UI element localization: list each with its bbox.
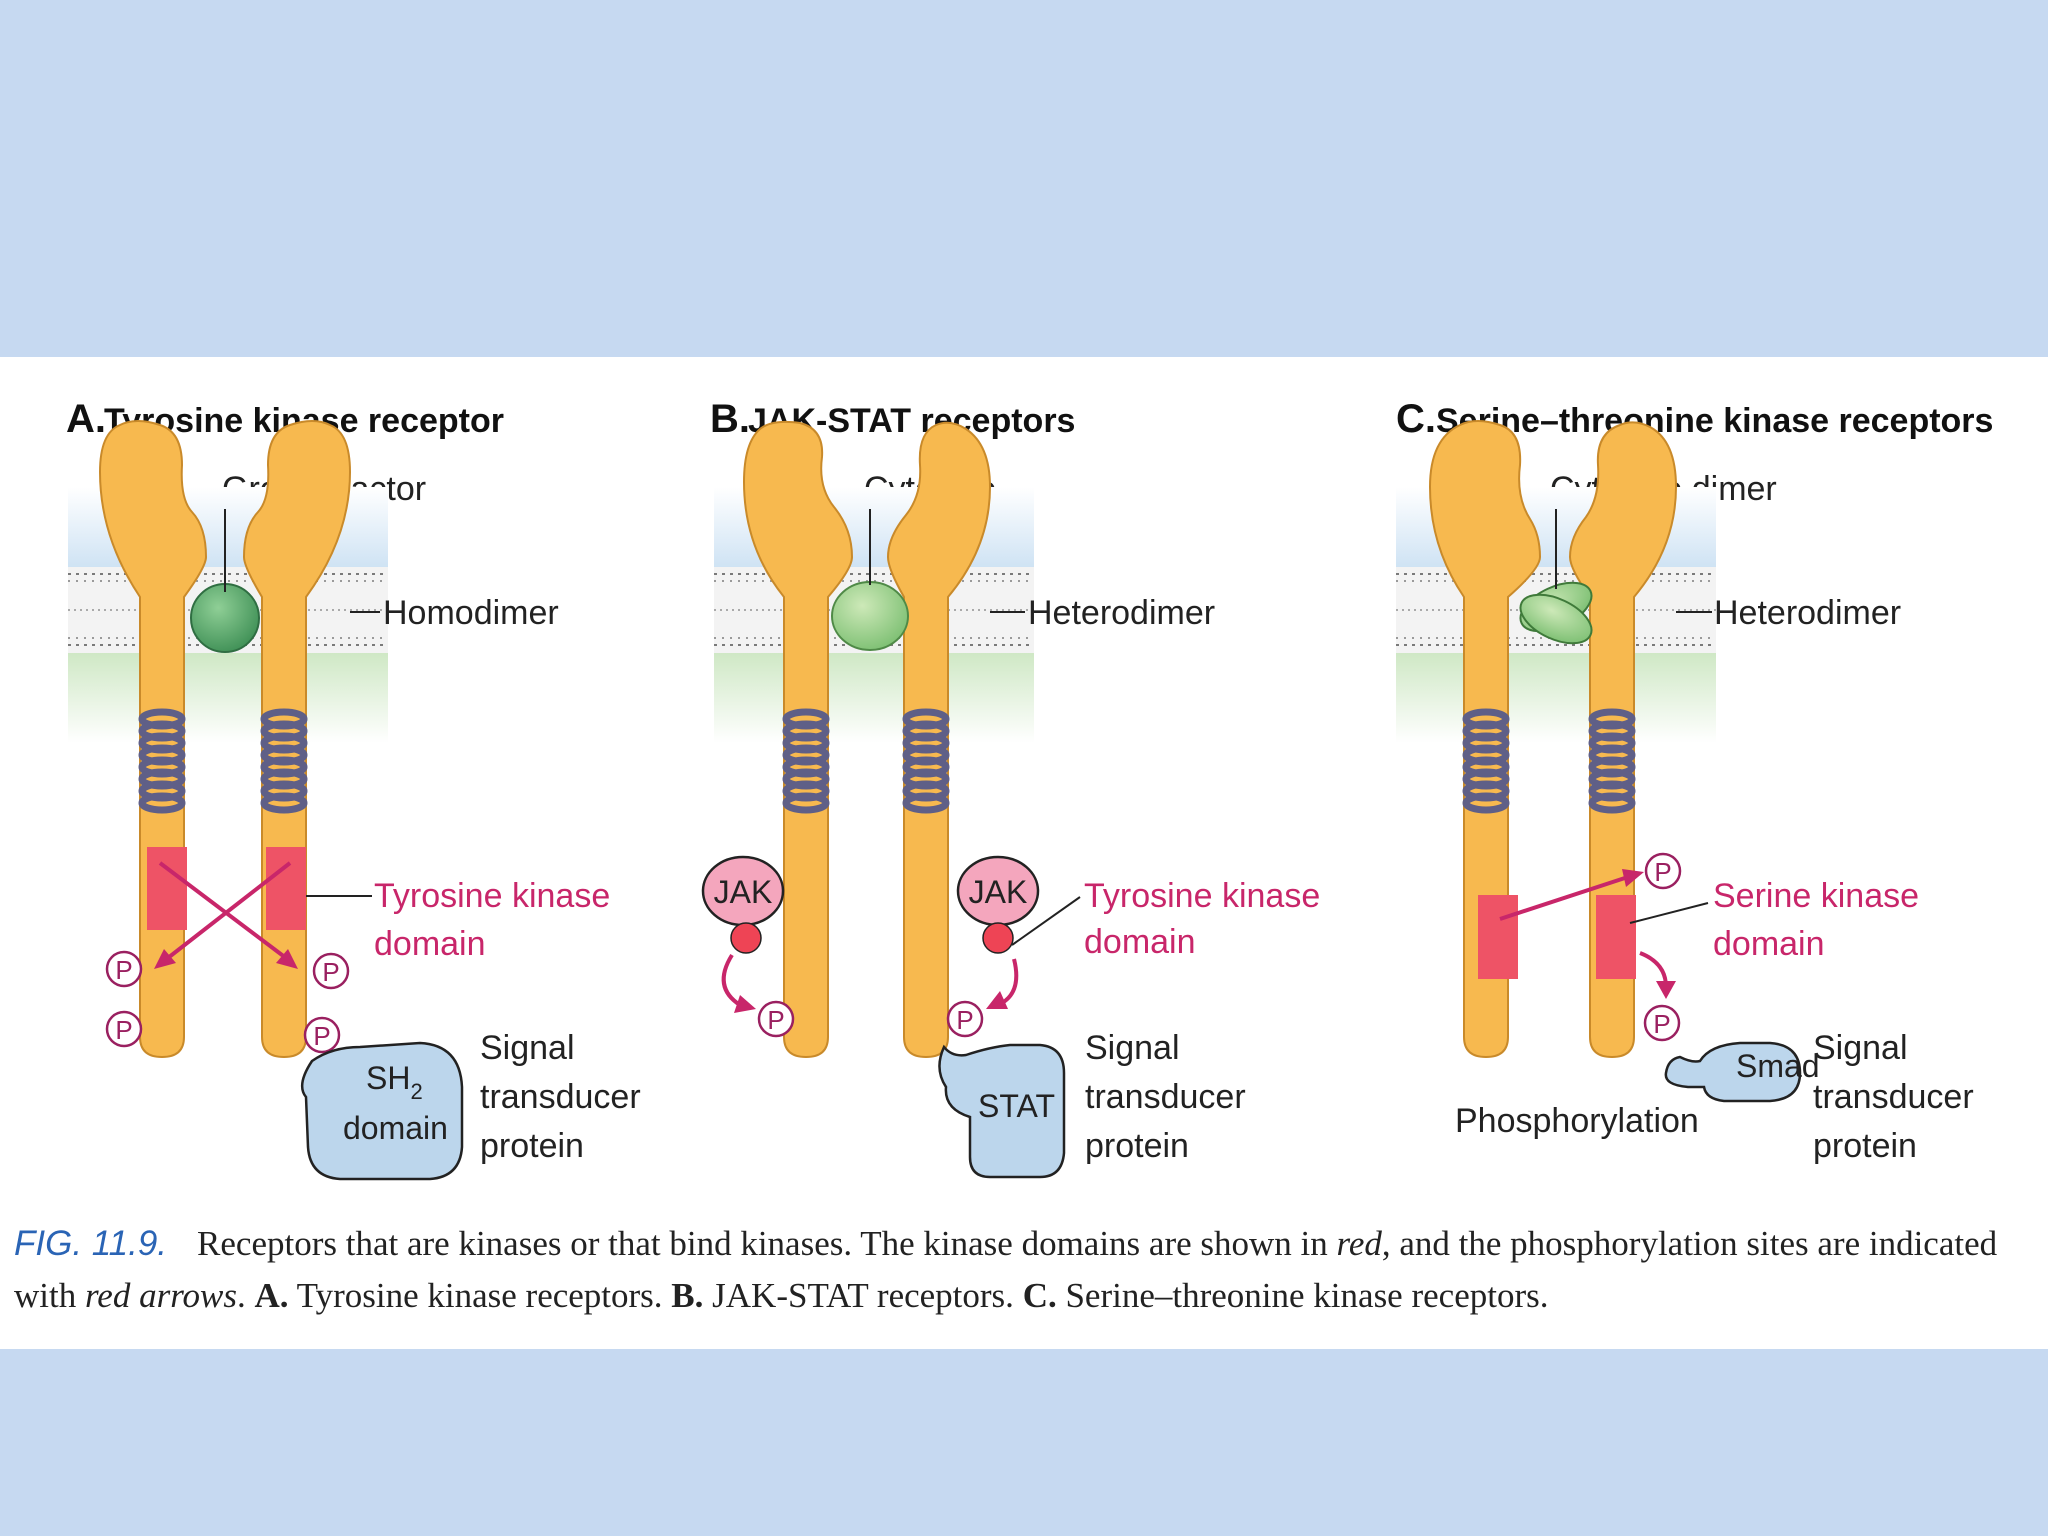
receptor-diagram: A. Tyrosine kinase receptor Growth facto…	[66, 397, 1993, 1181]
svg-text:JAK: JAK	[714, 874, 773, 910]
phosphate-circle-icon: P	[105, 950, 143, 988]
phosphate-circle-icon: P	[312, 952, 350, 990]
jak-right: JAK	[956, 855, 1040, 954]
panel-b-signal-1: Signal	[1085, 1029, 1180, 1067]
panel-b-letter: B.	[710, 397, 750, 441]
panel-a: A. Tyrosine kinase receptor Growth facto…	[66, 397, 641, 1181]
sh2-transducer-protein: SH2 domain	[300, 1041, 464, 1181]
cross-arrows-icon	[154, 861, 298, 969]
panel-b: B. JAK-STAT receptors Cytokine Heterodim…	[701, 397, 1320, 1179]
phosphate-circle-icon: P	[303, 1016, 341, 1054]
phosphate-circle-icon: P	[1644, 852, 1682, 890]
jak-left: JAK	[701, 855, 785, 954]
sh2-label: SH2	[366, 1060, 423, 1104]
panel-a-dimer-label: Homodimer	[383, 594, 559, 632]
arrow-icon	[986, 958, 1019, 1009]
panel-a-letter: A.	[66, 397, 106, 441]
caption-c-label: C.	[1022, 1276, 1057, 1315]
svg-text:P: P	[767, 1005, 784, 1035]
panel-c: C. Serine–threonine kinase receptors Cyt…	[1395, 397, 1993, 1165]
caption-text: .	[237, 1276, 255, 1315]
arrow-icon	[721, 953, 756, 1013]
panel-c-signal-2: transducer	[1813, 1078, 1974, 1116]
kinase-domain-icon	[1596, 895, 1636, 979]
svg-text:P: P	[115, 1015, 132, 1045]
panel-b-signal-2: transducer	[1085, 1078, 1246, 1116]
smad-label: Smad	[1736, 1048, 1820, 1084]
cytokine-icon	[831, 581, 909, 651]
panel-c-letter: C.	[1396, 397, 1436, 441]
caption-text: Tyrosine kinase receptors.	[288, 1276, 672, 1315]
phosphate-circle-icon: P	[946, 1000, 984, 1038]
panel-b-kinase-label-2: domain	[1084, 923, 1196, 961]
stat-transducer-protein: STAT	[938, 1043, 1066, 1179]
caption-a-label: A.	[254, 1276, 289, 1315]
panel-c-receptor-left	[1428, 420, 1542, 1059]
panel-b-kinase-label-1: Tyrosine kinase	[1084, 877, 1320, 915]
caption-text: Receptors that are kinases or that bind …	[197, 1224, 1337, 1263]
stat-label: STAT	[978, 1088, 1055, 1124]
panel-b-dimer-label: Heterodimer	[1028, 594, 1215, 632]
svg-text:P: P	[956, 1005, 973, 1035]
svg-text:JAK: JAK	[969, 874, 1028, 910]
svg-text:P: P	[313, 1021, 330, 1051]
caption-text: JAK-STAT receptors.	[703, 1276, 1023, 1315]
caption-red-arrows: red arrows	[84, 1276, 237, 1315]
panel-a-kinase-label-2: domain	[374, 925, 486, 963]
panel-a-receptor-right	[242, 420, 352, 1059]
phosphate-circle-icon: P	[1643, 1004, 1681, 1042]
sh2-domain-label: domain	[343, 1110, 448, 1146]
panel-a-signal-1: Signal	[480, 1029, 575, 1067]
phosphate-circle-icon: P	[757, 1000, 795, 1038]
arrow-icon	[1499, 869, 1644, 921]
caption-text: , and the phosphorylation sites are indi…	[14, 1224, 1998, 1315]
svg-text:P: P	[1654, 857, 1671, 887]
panel-c-process-label: Phosphorylation	[1455, 1102, 1699, 1140]
growth-factor-icon	[190, 583, 260, 653]
kinase-domain-icon	[1478, 895, 1518, 979]
panel-c-kinase-label-2: domain	[1713, 925, 1825, 963]
kinase-domain-icon	[266, 847, 306, 930]
panel-a-kinase-label-1: Tyrosine kinase	[374, 877, 610, 915]
figure-panel: A. Tyrosine kinase receptor Growth facto…	[0, 357, 2048, 1349]
figure-caption: FIG. 11.9. Receptors that are kinases or …	[14, 1218, 2034, 1322]
panel-a-receptor-left	[98, 420, 208, 1059]
panel-a-signal-3: protein	[480, 1127, 584, 1165]
phosphate-circle-icon: P	[105, 1010, 143, 1048]
panel-c-dimer-label: Heterodimer	[1714, 594, 1901, 632]
panel-c-title: Serine–threonine kinase receptors	[1436, 402, 1993, 440]
panel-a-signal-2: transducer	[480, 1078, 641, 1116]
panel-c-receptor-right	[1568, 421, 1678, 1059]
caption-red: red	[1336, 1224, 1382, 1263]
panel-b-receptor-left	[742, 420, 854, 1059]
panel-b-signal-3: protein	[1085, 1127, 1189, 1165]
panel-c-signal-3: protein	[1813, 1127, 1917, 1165]
figure-label: FIG. 11.9.	[14, 1224, 168, 1263]
svg-text:P: P	[1653, 1009, 1670, 1039]
kinase-domain-icon	[147, 847, 187, 930]
svg-text:P: P	[322, 957, 339, 987]
arrow-icon	[1639, 951, 1676, 999]
cytokine-dimer-icon	[1519, 509, 1593, 645]
svg-text:P: P	[115, 955, 132, 985]
panel-c-kinase-label-1: Serine kinase	[1713, 877, 1919, 915]
panel-c-signal-1: Signal	[1813, 1029, 1908, 1067]
smad-transducer-protein: Smad	[1664, 1041, 1820, 1103]
caption-text: Serine–threonine kinase receptors.	[1056, 1276, 1549, 1315]
caption-b-label: B.	[671, 1276, 704, 1315]
